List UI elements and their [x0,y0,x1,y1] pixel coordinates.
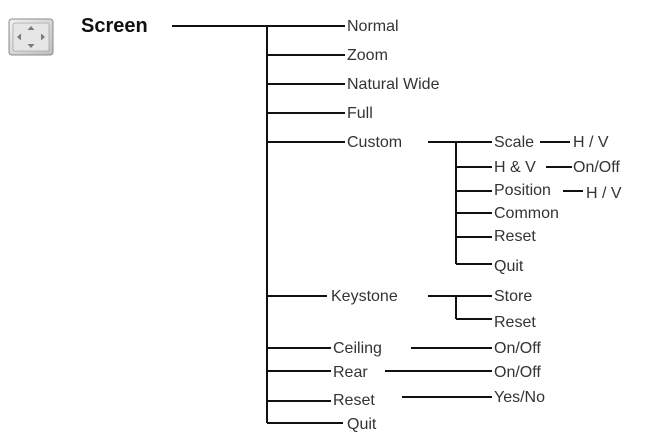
connector-line [455,295,457,319]
connector-line [402,396,492,398]
connector-line [428,295,492,297]
connector-line [267,112,345,114]
connector-line [385,370,492,372]
menu-item-h-and-v[interactable]: H & V [494,159,536,176]
connector-line [172,25,268,27]
scale-value: H / V [573,134,609,151]
menu-item-normal[interactable]: Normal [347,18,399,35]
screen-title: Screen [81,15,148,37]
connector-line [546,166,572,168]
connector-line [266,25,268,423]
h-and-v-value: On/Off [573,159,620,176]
connector-line [563,190,583,192]
menu-item-zoom[interactable]: Zoom [347,47,388,64]
connector-line [267,295,327,297]
menu-item-common[interactable]: Common [494,205,559,222]
menu-item-position[interactable]: Position [494,182,551,199]
menu-item-custom-quit[interactable]: Quit [494,258,524,275]
menu-item-keystone-reset[interactable]: Reset [494,314,536,331]
menu-item-full[interactable]: Full [347,105,373,122]
position-value: H / V [586,185,622,202]
connector-line [267,400,331,402]
connector-line [455,141,457,264]
connector-line [428,141,492,143]
connector-line [267,347,331,349]
connector-line [411,347,492,349]
menu-item-natural-wide[interactable]: Natural Wide [347,76,440,93]
menu-item-keystone[interactable]: Keystone [331,288,398,305]
connector-line [267,25,345,27]
reset-value: Yes/No [494,389,545,406]
connector-line [267,54,345,56]
rear-value: On/Off [494,364,541,381]
connector-line [267,141,345,143]
connector-line [456,318,492,320]
connector-line [456,212,492,214]
menu-item-custom-reset[interactable]: Reset [494,228,536,245]
menu-item-scale[interactable]: Scale [494,134,535,151]
connector-line [267,422,343,424]
menu-item-quit[interactable]: Quit [347,416,377,433]
menu-item-keystone-store[interactable]: Store [494,288,533,305]
connector-line [456,166,492,168]
connector-line [456,190,492,192]
ceiling-value: On/Off [494,340,541,357]
connector-line [540,141,570,143]
connector-line [267,83,345,85]
connector-line [267,370,331,372]
menu-item-custom[interactable]: Custom [347,134,403,151]
menu-item-reset[interactable]: Reset [333,392,375,409]
menu-item-rear[interactable]: Rear [333,364,368,381]
connector-line [456,263,492,265]
connector-line [456,236,492,238]
screen-adjust-icon [8,18,54,56]
menu-item-ceiling[interactable]: Ceiling [333,340,382,357]
